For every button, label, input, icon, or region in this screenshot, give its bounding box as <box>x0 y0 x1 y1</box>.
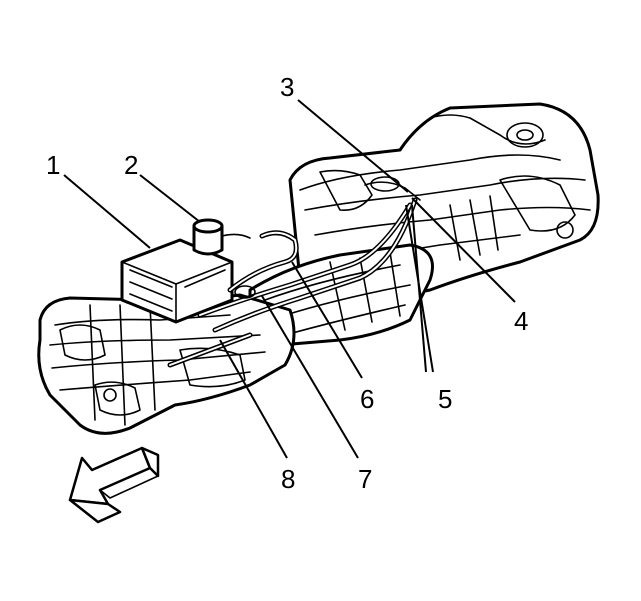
front-direction-arrow-icon <box>68 446 160 524</box>
leader-lines <box>63 99 516 459</box>
callout-1: 1 <box>46 150 60 180</box>
callout-5: 5 <box>438 384 452 414</box>
callout-8: 8 <box>281 464 295 494</box>
callout-7: 7 <box>358 464 372 494</box>
evap-canister <box>120 238 234 324</box>
center-crossmember <box>248 243 434 347</box>
callout-4: 4 <box>514 306 528 336</box>
callout-2: 2 <box>124 150 138 180</box>
fuel-vapor-lines <box>167 176 421 368</box>
callout-3: 3 <box>280 72 294 102</box>
vent-filter <box>192 218 251 256</box>
callout-labels: 1 2 3 4 5 6 7 8 <box>46 72 528 494</box>
callout-6: 6 <box>360 384 374 414</box>
